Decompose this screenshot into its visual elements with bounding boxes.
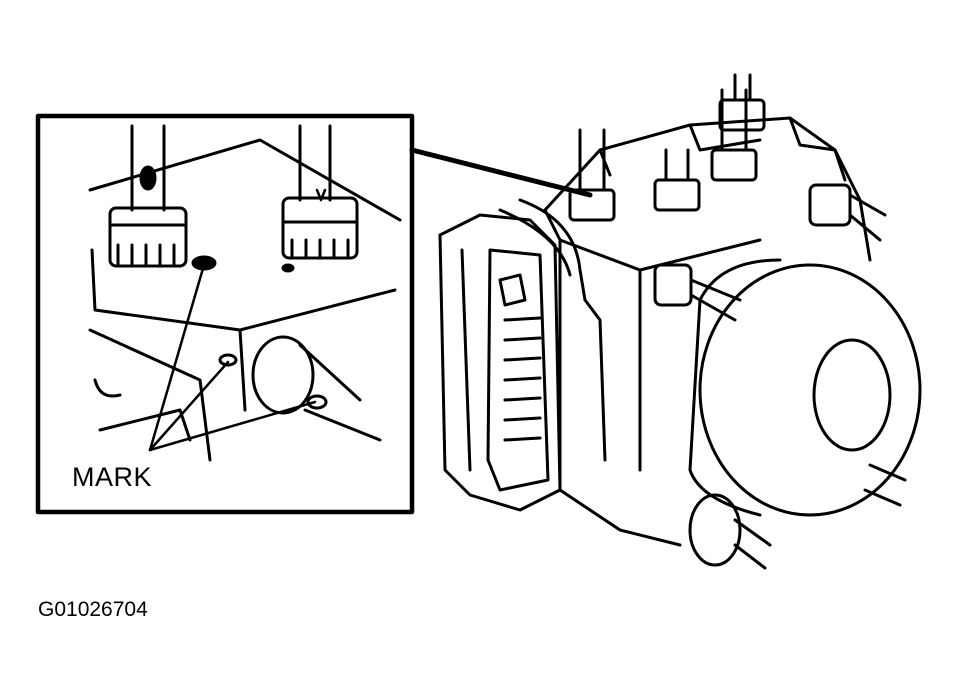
ecu-module xyxy=(438,213,562,512)
brake-line-fittings xyxy=(498,73,907,570)
alignment-marks xyxy=(139,165,327,273)
mark-pointer-lines xyxy=(148,263,317,452)
figure-id: G01026704 xyxy=(38,598,148,621)
mark-label: MARK xyxy=(72,462,153,492)
hydraulic-unit-body xyxy=(543,116,872,547)
detail-callout-box xyxy=(35,113,415,515)
callout-leader-line xyxy=(409,147,593,198)
pump-motor xyxy=(688,258,922,517)
